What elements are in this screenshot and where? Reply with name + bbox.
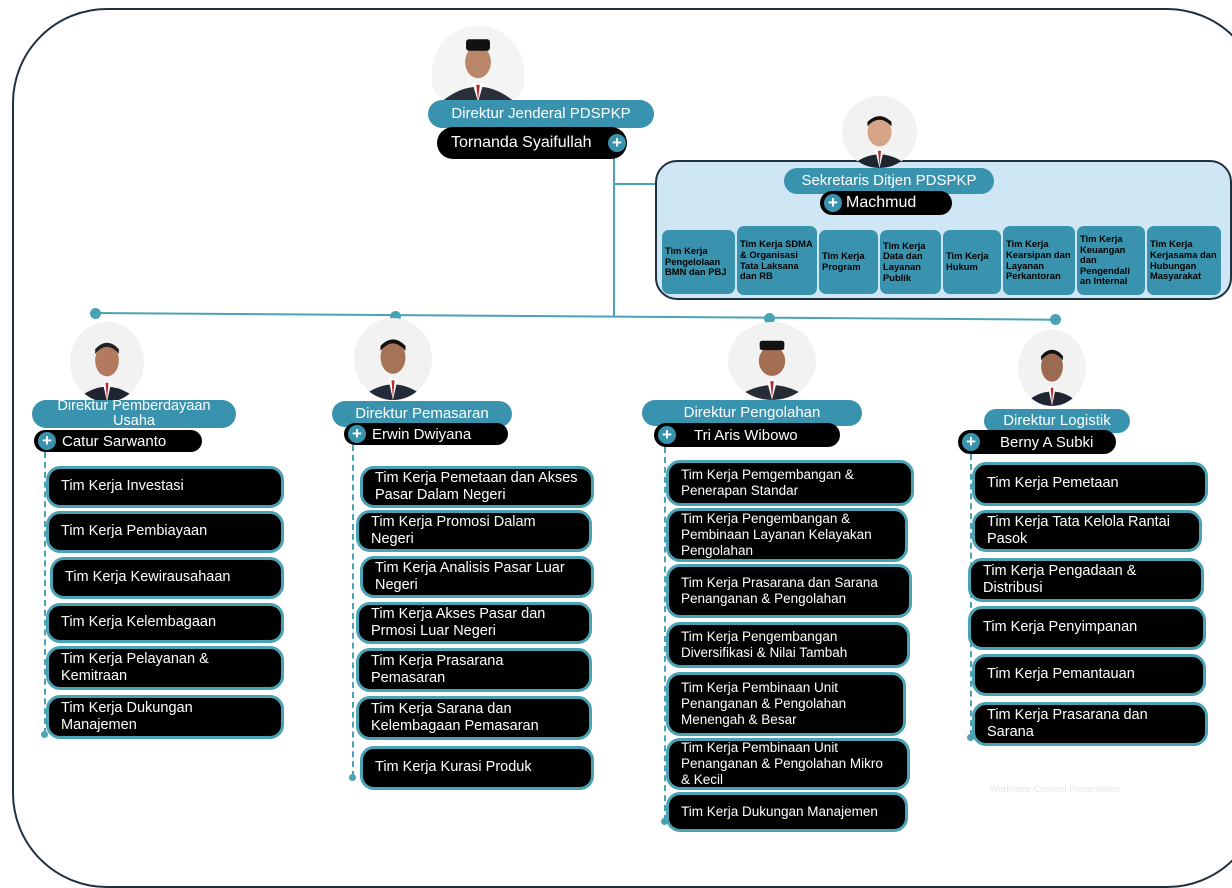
connector-dot-3 — [764, 313, 775, 324]
director-2-name: Erwin Dwiyana — [372, 425, 472, 443]
director-3-team-6[interactable]: Tim Kerja Pembinaan Unit Penanganan & Pe… — [666, 738, 910, 790]
secretary-team-3[interactable]: Tim Kerja Program — [819, 230, 878, 294]
director-1-team-3[interactable]: Tim Kerja Kewirausahaan — [50, 557, 284, 599]
connector-dot-1 — [90, 308, 101, 319]
expand-director-4-button[interactable]: + — [962, 433, 980, 451]
director-2-team-2[interactable]: Tim Kerja Promosi Dalam Negeri — [356, 510, 592, 552]
director-1-team-1[interactable]: Tim Kerja Investasi — [46, 466, 284, 508]
avatar-director-4 — [1018, 330, 1086, 406]
team-line-end-3 — [661, 818, 668, 825]
secretary-team-2[interactable]: Tim Kerja SDMA & Organisasi Tata Laksana… — [737, 226, 817, 295]
director-1-name: Catur Sarwanto — [62, 432, 167, 450]
team-line-3 — [664, 447, 666, 821]
team-line-1 — [44, 452, 46, 734]
connector-dirjen-vertical — [613, 148, 615, 316]
secretary-title: Sekretaris Ditjen PDSPKP — [784, 168, 994, 194]
secretary-name-pill: Machmud — [820, 191, 952, 215]
secretary-name: Machmud — [846, 194, 917, 211]
secretary-team-4[interactable]: Tim Kerja Data dan Layanan Publik — [880, 230, 941, 294]
director-3-team-2[interactable]: Tim Kerja Pengembangan & Pembinaan Layan… — [666, 508, 908, 562]
director-1-title: Direktur Pemberdayaan Usaha — [32, 398, 236, 429]
connector-secretary — [613, 183, 658, 185]
expand-director-1-button[interactable]: + — [38, 432, 56, 450]
expand-director-general-button[interactable]: + — [608, 134, 626, 152]
director-general-title: Direktur Jenderal PDSPKP — [428, 100, 654, 128]
team-line-2 — [352, 445, 354, 777]
director-3-team-5[interactable]: Tim Kerja Pembinaan Unit Penanganan & Pe… — [666, 672, 906, 736]
avatar-director-2 — [354, 318, 432, 400]
team-line-end-1 — [41, 731, 48, 738]
director-3-title: Direktur Pengolahan — [642, 400, 862, 426]
connector-dot-2 — [390, 311, 401, 322]
director-2-team-4[interactable]: Tim Kerja Akses Pasar dan Prmosi Luar Ne… — [356, 602, 592, 644]
director-3-team-1[interactable]: Tim Kerja Pemgembangan & Penerapan Stand… — [666, 460, 914, 506]
director-4-title: Direktur Logistik — [984, 409, 1130, 433]
director-4-team-6[interactable]: Tim Kerja Prasarana dan Sarana — [972, 702, 1208, 746]
avatar-director-general — [432, 26, 524, 102]
director-4-team-3[interactable]: Tim Kerja Pengadaan & Distribusi — [968, 558, 1204, 602]
director-2-team-7[interactable]: Tim Kerja Kurasi Produk — [360, 746, 594, 790]
team-line-end-2 — [349, 774, 356, 781]
director-general-name: Tornanda Syaifullah — [451, 134, 592, 151]
director-2-name-pill: Erwin Dwiyana — [344, 423, 508, 445]
director-3-team-3[interactable]: Tim Kerja Prasarana dan Sarana Penangana… — [666, 564, 912, 618]
director-2-team-6[interactable]: Tim Kerja Sarana dan Kelembagaan Pemasar… — [356, 696, 592, 740]
director-4-team-2[interactable]: Tim Kerja Tata Kelola Rantai Pasok — [972, 510, 1202, 552]
director-4-team-4[interactable]: Tim Kerja Penyimpanan — [968, 606, 1206, 650]
director-4-team-5[interactable]: Tim Kerja Pemantauan — [972, 654, 1206, 696]
director-2-title: Direktur Pemasaran — [332, 401, 512, 427]
secretary-team-1[interactable]: Tim Kerja Pengelolaan BMN dan PBJ — [662, 230, 735, 294]
director-1-team-4[interactable]: Tim Kerja Kelembagaan — [46, 603, 284, 643]
avatar-director-1 — [70, 322, 144, 402]
watermark: Workforce Connect Presentation — [990, 784, 1120, 794]
director-3-team-7[interactable]: Tim Kerja Dukungan Manajemen — [666, 792, 908, 832]
director-2-team-5[interactable]: Tim Kerja Prasarana Pemasaran — [356, 648, 592, 692]
director-1-name-pill: Catur Sarwanto — [34, 430, 202, 452]
secretary-team-8[interactable]: Tim Kerja Kerjasama dan Hubungan Masyara… — [1147, 226, 1221, 295]
secretary-team-5[interactable]: Tim Kerja Hukum — [943, 230, 1001, 294]
avatar-secretary — [842, 96, 917, 168]
director-3-team-4[interactable]: Tim Kerja Pengembangan Diversifikasi & N… — [666, 622, 910, 668]
avatar-director-3 — [728, 322, 816, 400]
director-2-team-1[interactable]: Tim Kerja Pemetaan dan Akses Pasar Dalam… — [360, 466, 594, 508]
director-3-name-pill: Tri Aris Wibowo — [654, 423, 840, 447]
team-line-end-4 — [967, 734, 974, 741]
director-general-name-pill: Tornanda Syaifullah — [437, 127, 627, 159]
secretary-team-6[interactable]: Tim Kerja Kearsipan dan Layanan Perkanto… — [1003, 226, 1075, 295]
director-1-team-2[interactable]: Tim Kerja Pembiayaan — [46, 511, 284, 553]
director-1-team-5[interactable]: Tim Kerja Pelayanan & Kemitraan — [46, 646, 284, 690]
connector-dot-4 — [1050, 314, 1061, 325]
director-2-team-3[interactable]: Tim Kerja Analisis Pasar Luar Negeri — [360, 556, 594, 598]
expand-director-3-button[interactable]: + — [658, 426, 676, 444]
director-3-name: Tri Aris Wibowo — [694, 426, 798, 444]
expand-secretary-button[interactable]: + — [824, 194, 842, 212]
expand-director-2-button[interactable]: + — [348, 425, 366, 443]
director-1-team-6[interactable]: Tim Kerja Dukungan Manajemen — [46, 695, 284, 739]
director-4-name-pill: Berny A Subki — [958, 430, 1116, 454]
secretary-team-7[interactable]: Tim Kerja Keuangan dan Pengendali an Int… — [1077, 226, 1145, 295]
director-4-team-1[interactable]: Tim Kerja Pemetaan — [972, 462, 1208, 506]
director-4-name: Berny A Subki — [1000, 433, 1094, 451]
